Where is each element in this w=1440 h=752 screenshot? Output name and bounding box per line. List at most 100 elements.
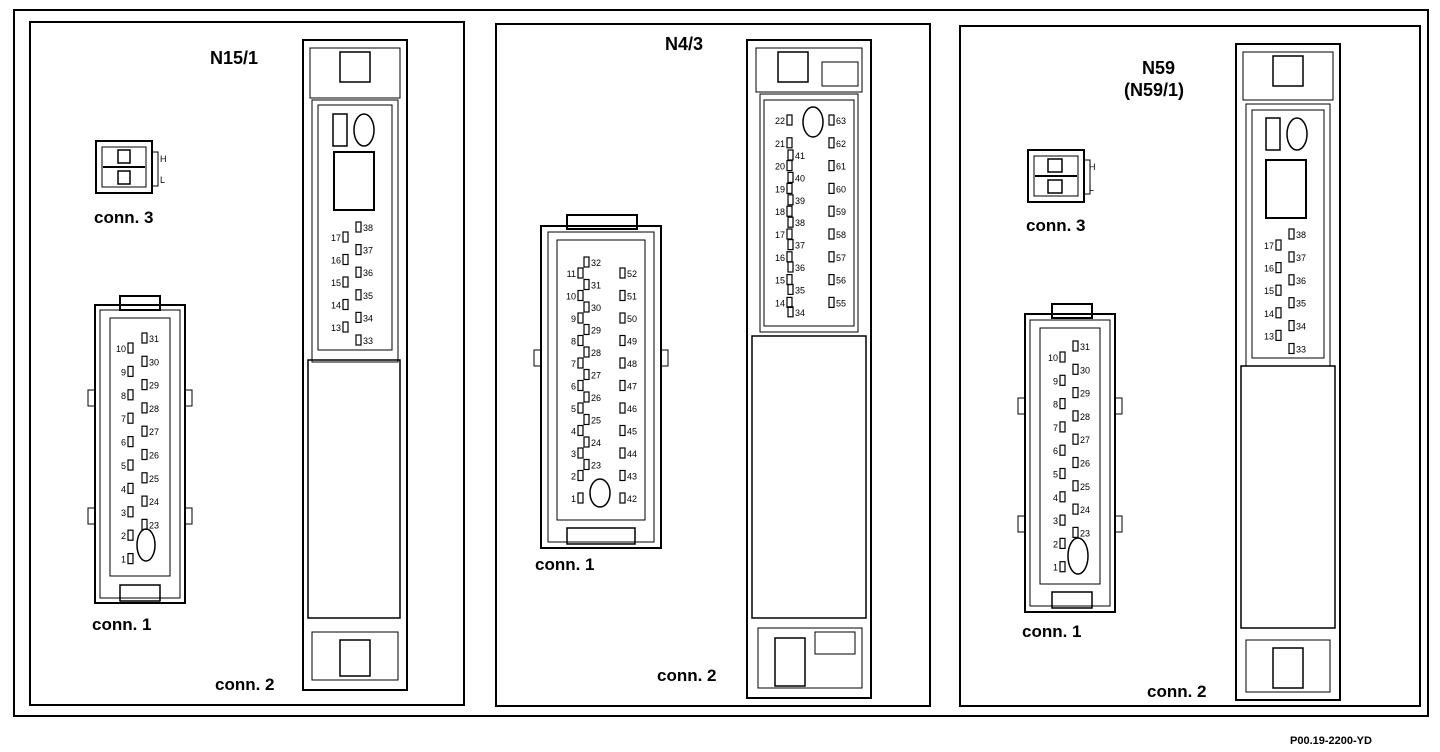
pin-number: 23 (591, 461, 601, 471)
pin-socket (786, 251, 793, 263)
pin-socket (1072, 410, 1079, 422)
pin-number: 16 (331, 256, 341, 266)
pin-socket (1059, 351, 1066, 363)
pin-number: 42 (627, 494, 637, 504)
pin-number: 16 (1264, 264, 1274, 274)
pin-socket (355, 266, 362, 278)
pin-socket (127, 506, 134, 518)
pin-socket (342, 298, 349, 311)
pin-socket (786, 296, 793, 308)
pin-socket (1059, 491, 1066, 503)
pin-number: 38 (1296, 230, 1306, 240)
pin-socket (583, 278, 590, 291)
pin-socket (342, 253, 349, 266)
pin-number: 6 (1053, 446, 1058, 456)
pin-socket (1072, 456, 1079, 469)
pin-socket (1275, 239, 1282, 251)
pin-socket (619, 357, 626, 369)
conn3-connector: H L (95, 140, 167, 194)
pin-socket (1288, 251, 1295, 263)
conn3-pin-l: L (160, 175, 165, 185)
pin-number: 5 (121, 461, 126, 471)
pin-number: 23 (1080, 528, 1090, 538)
pin-number: 38 (795, 218, 805, 228)
pin-socket (583, 368, 590, 381)
pin-socket (786, 274, 793, 286)
pin-socket (141, 448, 148, 461)
conn3-label: conn. 3 (94, 208, 154, 227)
pin-number: 33 (1296, 345, 1306, 355)
panel-border (959, 25, 1421, 707)
pin-socket (577, 447, 584, 459)
pin-number: 22 (775, 116, 785, 126)
pin-socket (127, 482, 134, 494)
pin-socket (787, 261, 794, 273)
pin-number: 17 (775, 230, 785, 240)
pin-number: 11 (567, 269, 576, 279)
pin-socket (787, 171, 794, 183)
pin-socket (787, 149, 794, 161)
pin-socket (619, 447, 626, 459)
conn3-pin-h: H (160, 154, 167, 164)
pin-number: 4 (571, 427, 576, 437)
panel-border (495, 23, 931, 707)
pin-number: 25 (1080, 482, 1090, 492)
pin-number: 37 (795, 241, 805, 251)
pin-number: 40 (795, 173, 805, 183)
pin-socket (786, 114, 793, 126)
pin-socket (828, 160, 835, 172)
pin-socket (127, 436, 134, 448)
pin-number: 52 (627, 269, 637, 279)
pin-socket (583, 301, 590, 313)
pin-socket (583, 391, 590, 403)
pin-number: 7 (1053, 423, 1058, 433)
pin-number: 4 (121, 484, 126, 494)
panel-title: N15/1 (210, 48, 258, 68)
figure-code: P00.19-2200-YD (1290, 735, 1372, 747)
pin-number: 10 (1048, 353, 1058, 363)
conn3-connector: H L (1027, 149, 1096, 203)
pin-socket (1059, 374, 1066, 386)
pin-number: 37 (363, 246, 373, 256)
pin-socket (342, 276, 349, 288)
pin-socket (141, 425, 148, 437)
pin-socket (1072, 433, 1079, 445)
pin-socket (786, 205, 793, 217)
pin-number: 14 (331, 301, 341, 311)
pin-socket (1072, 503, 1079, 515)
pin-number: 1 (1053, 563, 1058, 573)
pin-number: 60 (836, 184, 846, 194)
pin-socket (1059, 467, 1066, 480)
pin-number: 8 (1053, 400, 1058, 410)
pin-number: 43 (627, 472, 637, 482)
pin-number: 15 (331, 278, 341, 288)
pin-socket (141, 332, 148, 344)
pin-number: 30 (1080, 365, 1090, 375)
pin-number: 39 (795, 196, 805, 206)
pin-number: 3 (1053, 516, 1058, 526)
pin-number: 17 (331, 233, 341, 243)
pin-socket (786, 160, 793, 172)
pin-socket (828, 274, 835, 286)
pin-number: 31 (149, 334, 159, 344)
pin-number: 36 (795, 263, 805, 273)
pin-number: 32 (591, 258, 601, 268)
pin-number: 1 (571, 494, 576, 504)
pin-socket (619, 402, 626, 414)
pin-socket (787, 239, 794, 251)
pin-number: 51 (627, 292, 637, 302)
pin-number: 17 (1264, 241, 1274, 251)
pin-socket (619, 289, 626, 302)
pin-number: 9 (1053, 376, 1058, 386)
